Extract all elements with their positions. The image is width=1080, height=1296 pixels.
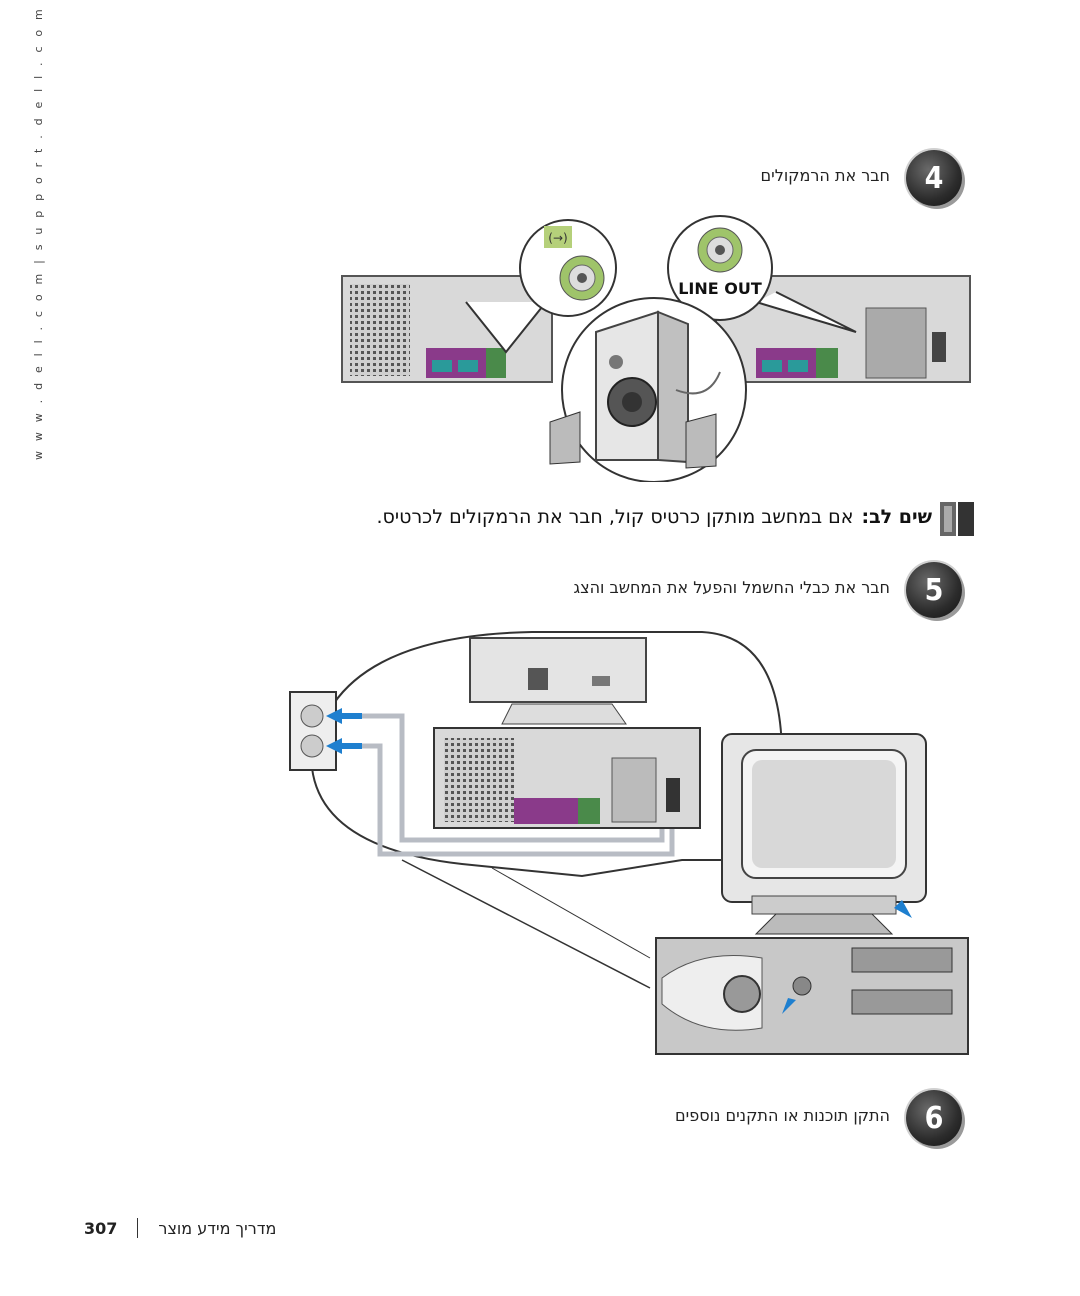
note: שים לב: אם במחשב מותקן כרטיס קול, חבר את… xyxy=(377,506,932,528)
footer-title: מדריך מידע מוצר xyxy=(158,1218,277,1238)
speakers-illustration: (→) LINE OUT xyxy=(341,215,971,482)
step-6-text: התקן תוכנות או התקנים נוספים xyxy=(675,1106,890,1125)
note-head: שים לב: xyxy=(861,506,932,528)
note-body: אם במחשב מותקן כרטיס קול, חבר את הרמקולי… xyxy=(376,506,854,528)
step-4-badge: 4 xyxy=(906,150,962,206)
note-icon xyxy=(940,502,974,536)
page-number: 307 xyxy=(84,1218,118,1238)
step-6-badge: 6 xyxy=(906,1090,962,1146)
step-4-text: חבר את הרמקולים xyxy=(760,166,890,185)
side-url: w w w . d e l l . c o m | s u p p o r t … xyxy=(32,6,56,460)
svg-text:(→): (→) xyxy=(548,231,567,245)
page-footer: 307 מדריך מידע מוצר xyxy=(84,1218,276,1238)
step-5-text: חבר את כבלי החשמל והפעל את המחשב והצג xyxy=(573,578,890,597)
step-5-badge: 5 xyxy=(906,562,962,618)
line-out-label: LINE OUT xyxy=(678,279,762,298)
footer-separator xyxy=(137,1218,139,1238)
power-illustration xyxy=(289,631,969,1055)
side-url-text: w w w . d e l l . c o m | s u p p o r t … xyxy=(32,6,45,460)
